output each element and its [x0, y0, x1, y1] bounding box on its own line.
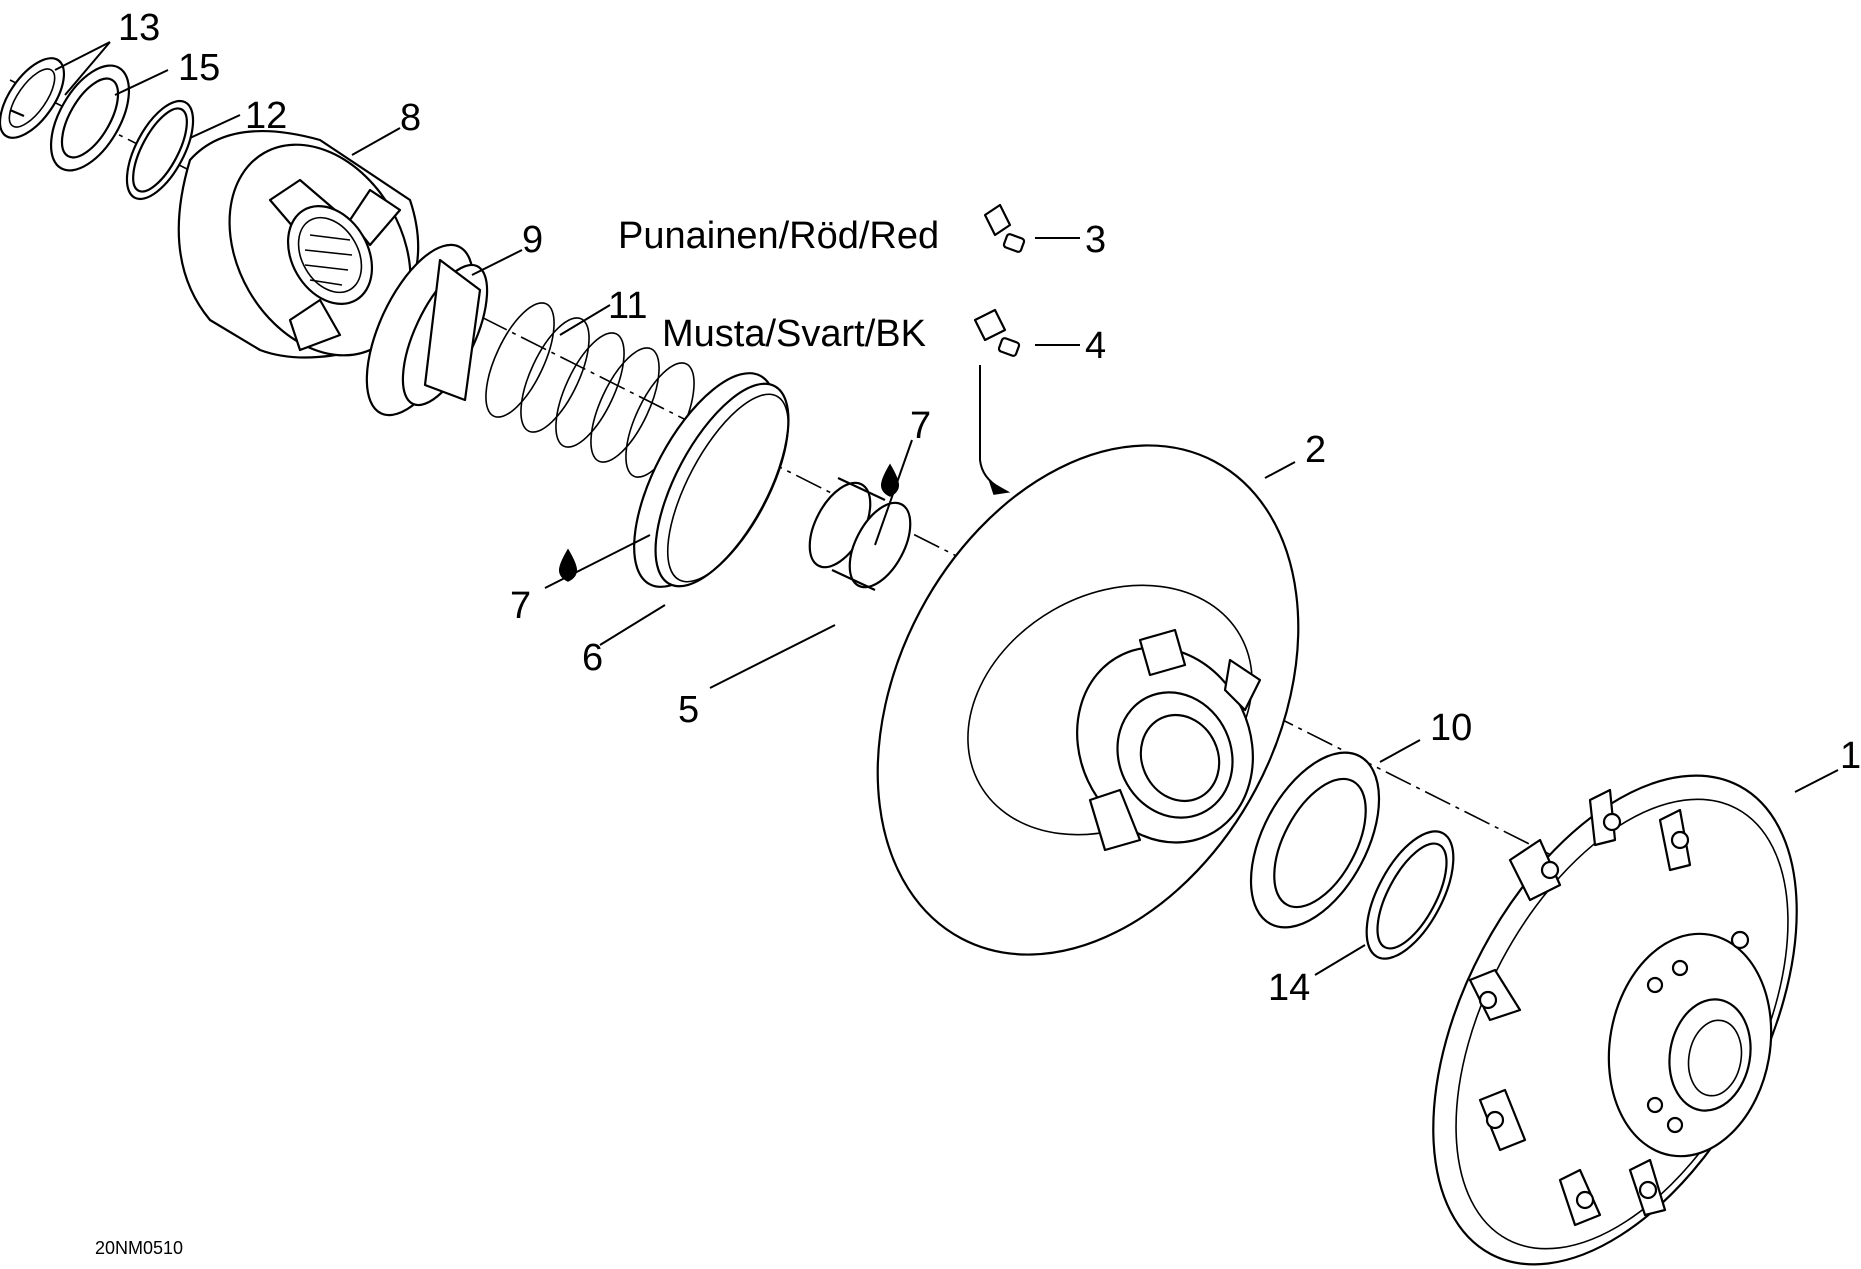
- drawing-code: 20NM0510: [95, 1238, 183, 1258]
- washer-part-10: [1249, 751, 1381, 929]
- shim-part-14: [1365, 830, 1455, 960]
- leader-1: [1794, 769, 1839, 793]
- callout-15: 15: [178, 47, 220, 89]
- ring-part-12: [125, 99, 195, 201]
- bushing-part-5: [808, 477, 912, 591]
- leader-6: [599, 604, 666, 646]
- cam-part-8: [177, 130, 420, 359]
- leader-5: [709, 624, 836, 689]
- fixed-sheave-part-1: [1432, 774, 1798, 1266]
- weight-block-icon: [973, 308, 1021, 357]
- red-weight-label: Punainen/Röd/Red: [618, 215, 939, 257]
- oil-drop-icon: [881, 463, 899, 497]
- leader-7b: [544, 534, 651, 589]
- leader-15: [114, 69, 169, 96]
- leader-7a: [874, 439, 913, 546]
- leader-9: [471, 249, 523, 276]
- spring-part-11: [485, 302, 695, 478]
- leader-8: [351, 127, 401, 156]
- bushing-part-6: [633, 372, 790, 588]
- leader-10: [1379, 739, 1421, 763]
- callout-9: 9: [522, 219, 543, 261]
- leader-2: [1264, 461, 1296, 479]
- arrowhead: [988, 480, 1011, 495]
- callout-2: 2: [1305, 429, 1326, 471]
- callout-3: 3: [1085, 219, 1106, 261]
- callout-6: 6: [582, 637, 603, 679]
- leader-weight-to-sheave: [979, 365, 1001, 489]
- callout-4: 4: [1085, 325, 1106, 367]
- washer-part-15: [49, 64, 131, 172]
- flanged-bushing-part-9: [365, 243, 489, 417]
- callout-13: 13: [118, 7, 160, 49]
- callout-7-upper: 7: [910, 405, 931, 447]
- callout-10: 10: [1430, 707, 1472, 749]
- callout-5: 5: [678, 689, 699, 731]
- leader-11: [559, 304, 611, 336]
- sliding-sheave-part-2: [876, 444, 1300, 956]
- leader-13a: [54, 41, 111, 71]
- leader-12: [189, 114, 241, 139]
- weight-block-icon: [983, 203, 1026, 253]
- callout-11: 11: [608, 285, 647, 327]
- leader-13b: [64, 41, 111, 96]
- black-weight-label: Musta/Svart/BK: [662, 313, 926, 355]
- callout-14: 14: [1268, 967, 1310, 1009]
- callout-1: 1: [1840, 735, 1861, 777]
- leader-14: [1314, 944, 1366, 976]
- callout-8: 8: [400, 97, 421, 139]
- callout-12: 12: [245, 95, 287, 137]
- retaining-ring-part-13: [0, 57, 66, 139]
- callout-7-lower: 7: [510, 585, 531, 627]
